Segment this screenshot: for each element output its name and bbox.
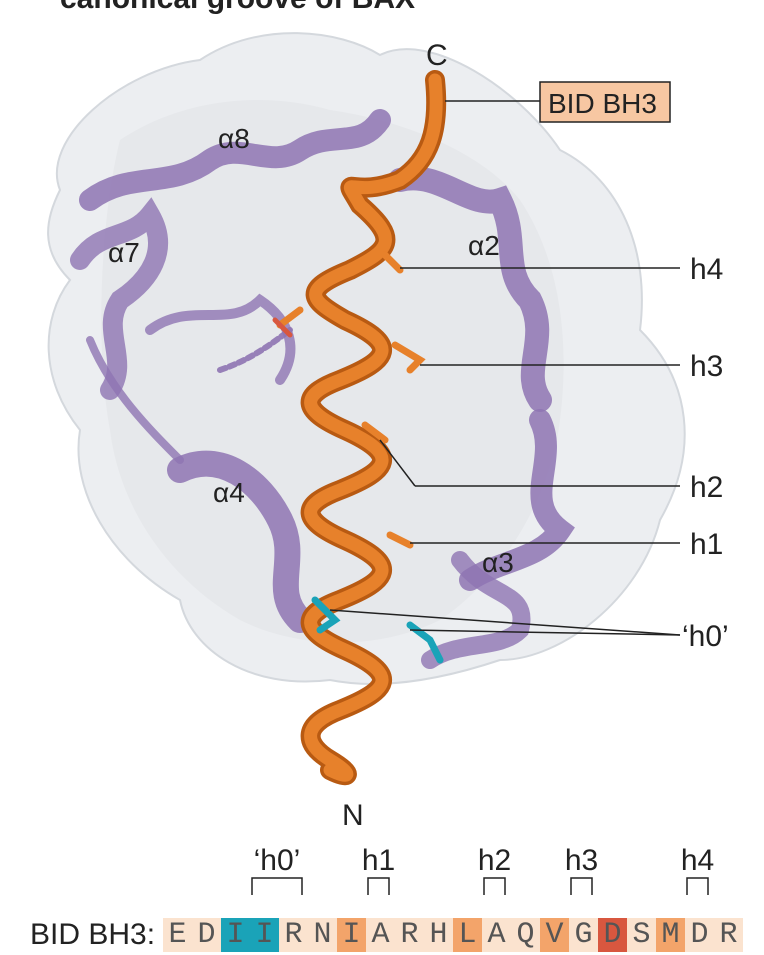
residue: S [627,918,656,952]
helix-label-a3: α3 [482,547,514,578]
pocket-label-h3: h3 [690,350,723,383]
helix-label-a7: α7 [108,237,140,268]
helix-label-a4: α4 [213,477,245,508]
residue: Q [511,918,540,952]
bracket-label: h1 [362,844,395,877]
bracket [368,878,389,895]
bracket [571,878,592,895]
bracket-label: h4 [681,844,714,877]
n-terminus-label: N [342,799,364,832]
bracket-label: ‘h0’ [254,844,301,877]
residue: A [366,918,395,952]
residue: G [569,918,598,952]
bracket-label: h2 [478,844,511,877]
pocket-label-h2: h2 [690,471,723,504]
residue: I [221,918,250,952]
bracket [687,878,708,895]
sequence-label: BID BH3: [30,918,155,952]
helix-label-a2: α2 [468,230,500,261]
residue: D [598,918,627,952]
residue: R [395,918,424,952]
residue: V [540,918,569,952]
residue: D [685,918,714,952]
residue: I [250,918,279,952]
residue: M [656,918,685,952]
peptide-label: BID BH3 [548,88,657,119]
title-fragment: canonical groove of BAX [60,0,415,15]
residue: I [337,918,366,952]
residue: R [279,918,308,952]
residue: H [424,918,453,952]
bracket-label: h3 [565,844,598,877]
residue: E [163,918,192,952]
pocket-label-h4: h4 [690,253,723,286]
helix-label-a8: α8 [218,123,250,154]
residue: D [192,918,221,952]
residue: N [308,918,337,952]
bracket [252,878,302,895]
sequence-brackets: ‘h0’ h1 h2 h3 h4 [252,844,714,895]
bracket [484,878,505,895]
residue: A [482,918,511,952]
pocket-label-h0: ‘h0’ [682,620,729,653]
residue: R [714,918,743,952]
pocket-label-h1: h1 [690,528,723,561]
c-terminus-label: C [426,39,448,72]
residue: L [453,918,482,952]
